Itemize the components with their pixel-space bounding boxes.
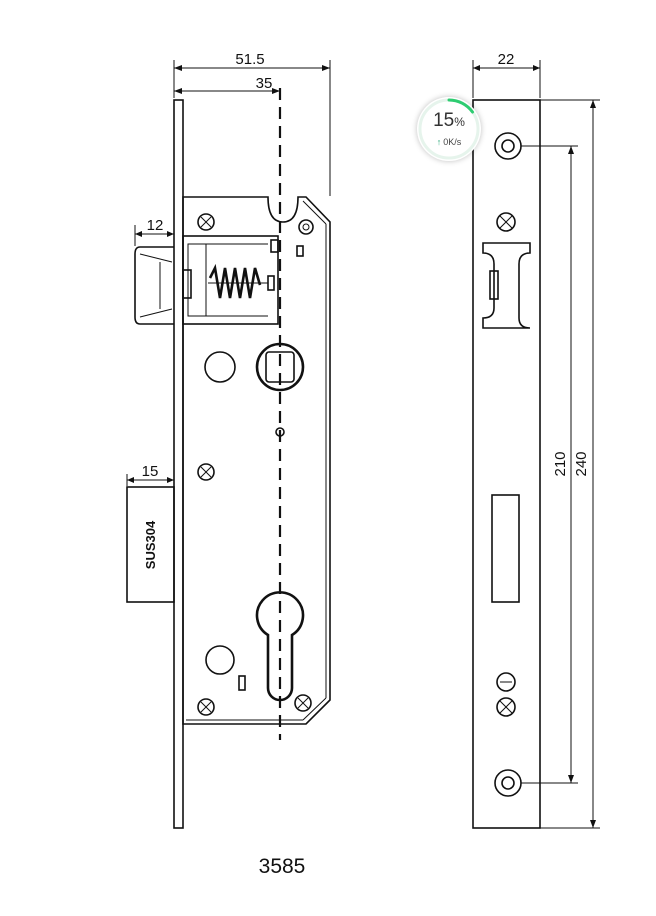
dimension-backset: 35 <box>256 75 273 92</box>
dimension-faceplate-height: 240 <box>573 451 590 476</box>
deadbolt <box>126 486 175 603</box>
screw-head <box>197 213 215 231</box>
deadbolt-slot <box>491 494 520 603</box>
transfer-rate: ↑0K/s <box>417 137 481 147</box>
faceplate-screw-hole <box>494 769 522 797</box>
dimension-inner-height: 210 <box>552 451 569 476</box>
small-slot <box>238 675 246 691</box>
dimension-bolt-projection: 15 <box>142 463 159 480</box>
transfer-rate-value: 0K/s <box>443 137 462 147</box>
dimension-latch-projection: 12 <box>147 217 164 234</box>
latch-tongue-bevel <box>139 253 173 318</box>
screw-head <box>197 698 215 716</box>
lock-body-side-view <box>126 88 331 829</box>
through-hole <box>204 351 236 383</box>
bolt-marking: SUS304 <box>143 520 158 569</box>
screw-head <box>496 697 516 717</box>
lock-case-outline <box>182 196 331 725</box>
model-number: 3585 <box>259 855 306 878</box>
screw-head <box>197 463 215 481</box>
side-dimensions <box>126 60 331 486</box>
latch-spring <box>208 263 262 299</box>
latch-housing <box>182 235 279 325</box>
faceplate-front-view <box>472 99 541 829</box>
dimension-backset-total: 51.5 <box>235 51 264 68</box>
progress-percent: 15% <box>417 111 481 132</box>
screw-head <box>496 212 516 232</box>
dimension-faceplate-width: 22 <box>498 51 515 68</box>
latch-tongue <box>134 246 174 325</box>
screw-head <box>298 219 314 235</box>
progress-ring <box>418 98 480 160</box>
lock-case-rim <box>302 697 327 721</box>
faceplate-dimensions <box>472 60 600 829</box>
screw-head <box>294 694 312 712</box>
upload-arrow-icon: ↑ <box>436 137 442 147</box>
cylinder-cutout <box>255 591 305 702</box>
progress-ring-fill <box>418 98 480 160</box>
small-screw <box>496 672 516 692</box>
latch-tab <box>267 275 275 291</box>
progress-percent-unit: % <box>454 115 465 129</box>
network-speed-widget[interactable]: 15% ↑0K/s <box>417 97 481 161</box>
forend-plate <box>173 99 184 829</box>
faceplate-latch-slot <box>489 270 499 300</box>
through-hole <box>205 645 235 675</box>
latch-tab <box>270 239 279 253</box>
latch-tongue-slot <box>182 269 192 299</box>
faceplate-screw-hole <box>494 132 522 160</box>
faceplate-outline <box>472 99 541 829</box>
latch-housing-inner <box>187 243 207 317</box>
lock-case-rim <box>302 200 327 225</box>
latch-tab <box>296 245 304 257</box>
progress-percent-value: 15 <box>433 110 455 131</box>
faceplate-latch <box>482 242 531 329</box>
